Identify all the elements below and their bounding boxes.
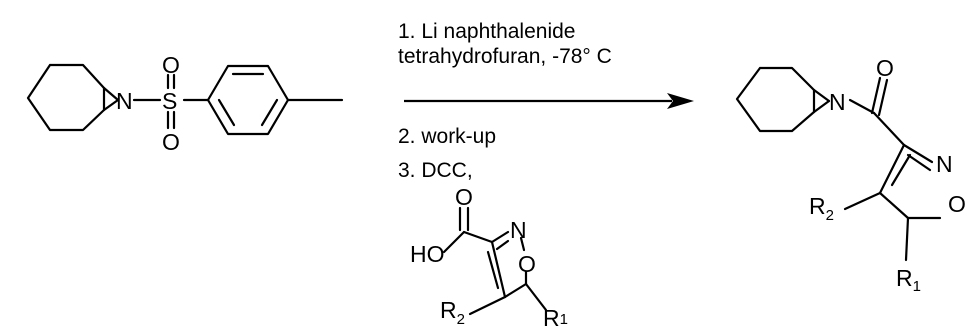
product-carbonyl-o: O (876, 55, 894, 81)
product-ring-o: O (948, 191, 966, 217)
reagent-acid-r2: R2 (440, 297, 465, 326)
condition-step1-line1: 1. Li naphthalenide (398, 20, 576, 43)
product-r1: R1 (896, 265, 921, 295)
condition-step2: 2. work-up (398, 125, 496, 148)
reagent-acid-r1: R1 (543, 305, 568, 326)
reagent-acid-hydroxyl: HO (410, 241, 445, 267)
product-bonds (735, 66, 942, 262)
reagent-acid-bonds (442, 206, 548, 316)
reagent-acid-molecule: O HO N O R2 R1 (410, 184, 568, 326)
product-molecule: N O N O R2 R1 (735, 55, 966, 295)
reaction-arrow (404, 93, 694, 109)
product-aziridine-n: N (829, 89, 846, 115)
reaction-conditions: 1. Li naphthalenide tetrahydrofuran, -78… (398, 20, 612, 182)
product-ring-n: N (936, 151, 953, 177)
reagent-acid-ring-n: N (510, 217, 527, 243)
reactant-molecule: N S O O (26, 52, 344, 155)
reagent-acid-carbonyl-o: O (455, 184, 473, 210)
reagent-acid-ring-o: O (518, 251, 536, 277)
condition-step1-line2: tetrahydrofuran, -78° C (398, 45, 612, 68)
reactant-s-label: S (162, 88, 177, 114)
reactant-bonds (26, 63, 344, 136)
reactant-o-top-label: O (162, 52, 180, 78)
reactant-o-bottom-label: O (162, 129, 180, 155)
product-r2: R2 (809, 193, 834, 224)
reactant-n-label: N (116, 88, 133, 114)
condition-step3: 3. DCC, (398, 159, 473, 182)
